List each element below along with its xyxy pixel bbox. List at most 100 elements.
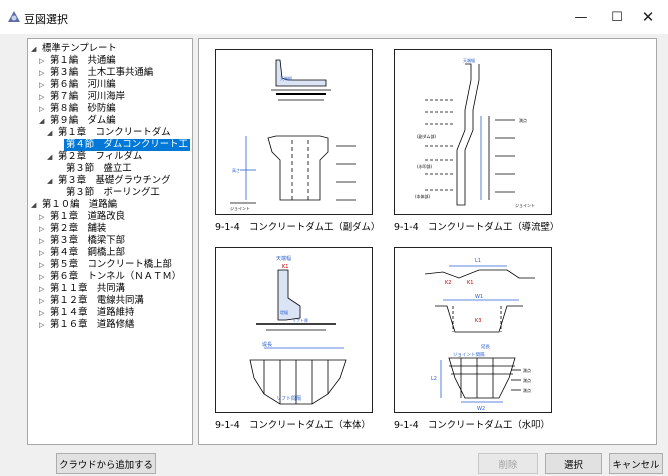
expand-icon[interactable]: ▷ bbox=[39, 249, 45, 257]
tree-node[interactable]: ▷ 第６章 トンネル（ＮＡＴＭ） bbox=[39, 271, 183, 283]
main-body-top-label: 天端幅 bbox=[276, 255, 291, 262]
collapse-icon[interactable]: ◢ bbox=[47, 129, 53, 137]
guide-wall-top-label: 天端幅 bbox=[463, 57, 475, 63]
delete-button[interactable]: 削除 bbox=[478, 453, 538, 474]
apron-point-1-label: 測点 bbox=[523, 367, 531, 373]
close-button[interactable]: ✕ bbox=[641, 8, 655, 26]
tree-node[interactable]: ◢ 第１０編 道路編 bbox=[31, 199, 119, 211]
tree-node[interactable]: ▷ 第１編 共通編 bbox=[39, 55, 118, 67]
main-body-lift-interval-label: リフト間隔 bbox=[276, 395, 301, 402]
sub-dam-joint-label: ジョイント bbox=[230, 206, 250, 211]
tree-node[interactable]: ▷ 第６編 河川編 bbox=[39, 79, 118, 91]
thumbnail-main-body[interactable]: 天端幅 K1 堤幅 リフト厚 堤長 リフト間隔 bbox=[215, 247, 373, 413]
expand-icon[interactable]: ▷ bbox=[39, 321, 45, 329]
tree-node-label[interactable]: 標準テンプレート bbox=[42, 43, 117, 54]
tree-node-label[interactable]: 第４章 鋼橋上部 bbox=[50, 247, 126, 258]
tree-node[interactable]: ▷ 第５章 コンクリート橋上部 bbox=[39, 259, 174, 271]
tree-node-label[interactable]: 第３節 ボーリング工 bbox=[66, 187, 160, 198]
tree-node-label[interactable]: 第８編 砂防編 bbox=[50, 103, 116, 114]
cancel-button[interactable]: キャンセル bbox=[609, 453, 663, 474]
tree-node-label[interactable]: 第３節 盛立工 bbox=[66, 163, 132, 174]
collapse-icon[interactable]: ◢ bbox=[31, 45, 37, 53]
tree-node-label[interactable]: 第２章 舗装 bbox=[50, 223, 107, 234]
tree-node[interactable]: ▷ 第３章 橋梁下部 bbox=[39, 235, 127, 247]
apron-k1-label: K1 bbox=[467, 280, 473, 286]
minimize-button[interactable]: — bbox=[574, 9, 588, 25]
tree-node-label[interactable]: 第３章 基礎グラウチング bbox=[58, 175, 171, 186]
tree-node-label[interactable]: 第３編 土木工事共通編 bbox=[50, 67, 154, 78]
tree-node-label[interactable]: 第１１章 共同溝 bbox=[50, 283, 126, 294]
expand-icon[interactable]: ▷ bbox=[39, 297, 45, 305]
expand-icon[interactable]: ▷ bbox=[39, 261, 45, 269]
tree-node-label[interactable]: 第１０編 道路編 bbox=[42, 199, 118, 210]
expand-icon[interactable]: ▷ bbox=[39, 93, 45, 101]
expand-icon[interactable]: ▷ bbox=[39, 285, 45, 293]
tree-node-label[interactable]: 第６章 トンネル（ＮＡＴＭ） bbox=[50, 271, 182, 282]
tree-node[interactable]: 第３節 ボーリング工 bbox=[55, 187, 162, 199]
sub-dam-top-label: 天端幅 bbox=[280, 75, 292, 81]
tree-node-label[interactable]: 第１６章 道路修繕 bbox=[50, 319, 135, 330]
tree-node-label[interactable]: 第５章 コンクリート橋上部 bbox=[50, 259, 172, 270]
tree-node[interactable]: 第３節 盛立工 bbox=[55, 163, 134, 175]
tree-node-selected[interactable]: 第４節 ダムコンクリート工 bbox=[55, 139, 190, 151]
tree-node-label[interactable]: 第１章 コンクリートダム bbox=[58, 127, 171, 138]
main-body-lift-label: リフト厚 bbox=[292, 318, 308, 323]
tree-node-label[interactable]: 第９編 ダム編 bbox=[50, 115, 116, 126]
tree-node[interactable]: ▷ 第４章 鋼橋上部 bbox=[39, 247, 127, 259]
thumbnail-guide-wall[interactable]: 天端幅 (副ダム部) (水叩部) (本体部) 測点 ジョイント bbox=[394, 49, 552, 215]
tree-node[interactable]: ◢ 標準テンプレート bbox=[31, 43, 119, 55]
apron-l1-label: L1 bbox=[475, 258, 481, 264]
expand-icon[interactable]: ▷ bbox=[39, 57, 45, 65]
tree-node-label[interactable]: 第６編 河川編 bbox=[50, 79, 116, 90]
thumbnail-apron[interactable]: L1 K2 K1 W1 K3 ジョイント間隔 L2 W2 延長 測点 測点 測点 bbox=[394, 247, 552, 413]
apron-length-label: 延長 bbox=[481, 343, 490, 350]
collapse-icon[interactable]: ◢ bbox=[31, 201, 37, 209]
expand-icon[interactable]: ▷ bbox=[39, 69, 45, 77]
tree-node[interactable]: ▷ 第１１章 共同溝 bbox=[39, 283, 127, 295]
sub-dam-height-label: 高さ bbox=[232, 167, 240, 173]
title-bar: 豆図選択 — ☐ ✕ bbox=[0, 0, 668, 34]
tree-node[interactable]: ▷ 第１２章 電線共同溝 bbox=[39, 295, 146, 307]
tree-node[interactable]: ▷ 第１章 道路改良 bbox=[39, 211, 127, 223]
expand-icon[interactable]: ▷ bbox=[39, 105, 45, 113]
collapse-icon[interactable]: ◢ bbox=[47, 177, 53, 185]
thumbnail-caption: 9-1-4 コンクリートダム工（副ダム） bbox=[215, 222, 381, 233]
tree-node[interactable]: ◢ 第１章 コンクリートダム bbox=[47, 127, 173, 139]
tree-node[interactable]: ◢ 第２章 フィルダム bbox=[47, 151, 144, 163]
maximize-button[interactable]: ☐ bbox=[611, 9, 623, 25]
tree-node[interactable]: ▷ 第２章 舗装 bbox=[39, 223, 108, 235]
tree-node[interactable]: ▷ 第７編 河川海岸 bbox=[39, 91, 127, 103]
expand-icon[interactable]: ▷ bbox=[39, 225, 45, 233]
expand-icon[interactable]: ▷ bbox=[39, 273, 45, 281]
expand-icon[interactable]: ▷ bbox=[39, 237, 45, 245]
template-tree[interactable]: ◢ 標準テンプレート ▷ 第１編 共通編 ▷ 第３編 土木工事共通編 ▷ 第６編 河川編… bbox=[27, 38, 193, 445]
thumbnail-gallery[interactable]: 天端幅 高さ ジョイント 9-1-4 コンクリートダム工（副ダム） bbox=[198, 38, 657, 445]
guide-wall-sub-dam-label: (副ダム部) bbox=[417, 133, 437, 139]
apron-point-2-label: 測点 bbox=[523, 377, 531, 383]
tree-node[interactable]: ◢ 第３章 基礎グラウチング bbox=[47, 175, 173, 187]
tree-node-label[interactable]: 第７編 河川海岸 bbox=[50, 91, 126, 102]
expand-icon[interactable]: ▷ bbox=[39, 81, 45, 89]
tree-node[interactable]: ▷ 第１６章 道路修繕 bbox=[39, 319, 136, 331]
collapse-icon[interactable]: ◢ bbox=[39, 117, 45, 125]
tree-node[interactable]: ◢ 第９編 ダム編 bbox=[39, 115, 118, 127]
apron-joint-label: ジョイント間隔 bbox=[453, 351, 485, 358]
expand-icon[interactable]: ▷ bbox=[39, 213, 45, 221]
tree-node-label[interactable]: 第４節 ダムコンクリート工 bbox=[64, 139, 190, 151]
tree-node[interactable]: ▷ 第１４章 道路維持 bbox=[39, 307, 136, 319]
tree-node-label[interactable]: 第１章 道路改良 bbox=[50, 211, 126, 222]
thumbnail-sub-dam[interactable]: 天端幅 高さ ジョイント bbox=[215, 49, 373, 215]
tree-node-label[interactable]: 第２章 フィルダム bbox=[58, 151, 143, 162]
tree-node[interactable]: ▷ 第３編 土木工事共通編 bbox=[39, 67, 155, 79]
thumbnail-caption: 9-1-4 コンクリートダム工（本体） bbox=[215, 420, 371, 431]
tree-node-label[interactable]: 第１２章 電線共同溝 bbox=[50, 295, 144, 306]
tree-node-label[interactable]: 第１編 共通編 bbox=[50, 55, 116, 66]
tree-node[interactable]: ▷ 第８編 砂防編 bbox=[39, 103, 118, 115]
tree-node-label[interactable]: 第３章 橋梁下部 bbox=[50, 235, 126, 246]
tree-node-label[interactable]: 第１４章 道路維持 bbox=[50, 307, 135, 318]
collapse-icon[interactable]: ◢ bbox=[47, 153, 53, 161]
select-button[interactable]: 選択 bbox=[545, 453, 602, 474]
add-from-cloud-button[interactable]: クラウドから追加する bbox=[56, 453, 156, 474]
expand-icon[interactable]: ▷ bbox=[39, 309, 45, 317]
sub-dam-drawing: 天端幅 高さ ジョイント bbox=[230, 59, 356, 211]
